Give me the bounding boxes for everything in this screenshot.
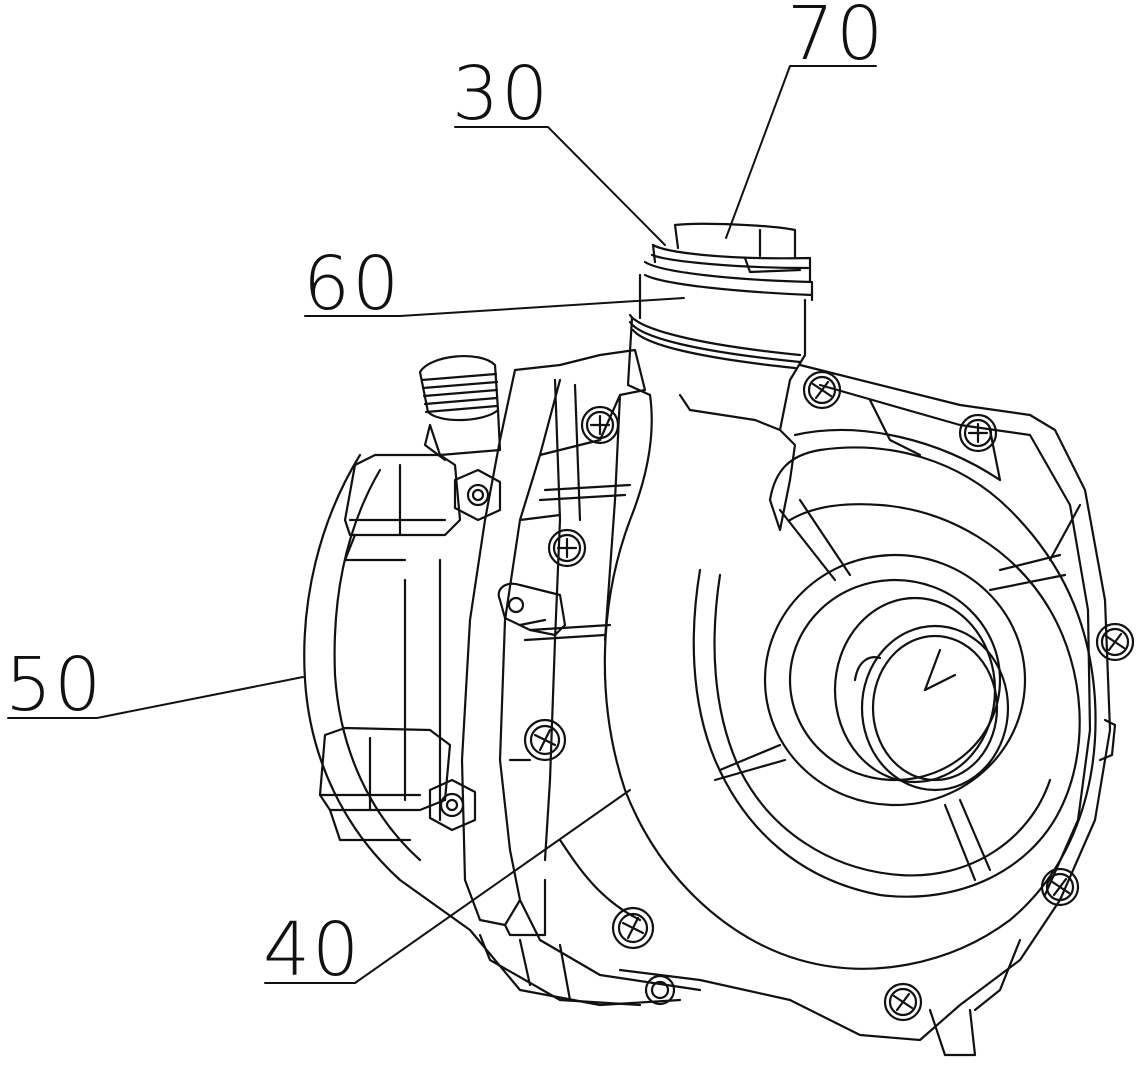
leader-60 — [304, 297, 685, 317]
label-40: 40 — [263, 907, 362, 993]
leader-40 — [264, 789, 631, 984]
label-50: 50 — [5, 642, 104, 728]
screw — [644, 974, 676, 1006]
screw — [580, 405, 620, 445]
leader-lines — [7, 65, 877, 984]
volute-housing — [460, 348, 1117, 1057]
label-70: 70 — [787, 0, 886, 77]
screw — [1095, 622, 1135, 662]
screws — [523, 370, 1135, 1022]
screw — [958, 413, 998, 453]
screw — [1040, 867, 1080, 907]
screw — [802, 370, 842, 410]
leader-30 — [454, 126, 666, 246]
threaded-port — [418, 354, 502, 462]
label-60: 60 — [303, 241, 402, 327]
leader-70 — [725, 65, 877, 239]
outlet-pipe — [626, 222, 814, 432]
screw — [611, 906, 655, 950]
screw — [547, 528, 587, 568]
label-30: 30 — [452, 51, 551, 137]
screw — [883, 982, 923, 1022]
motor-housing — [303, 453, 682, 1007]
leader-50 — [7, 676, 304, 719]
screw — [523, 718, 567, 762]
